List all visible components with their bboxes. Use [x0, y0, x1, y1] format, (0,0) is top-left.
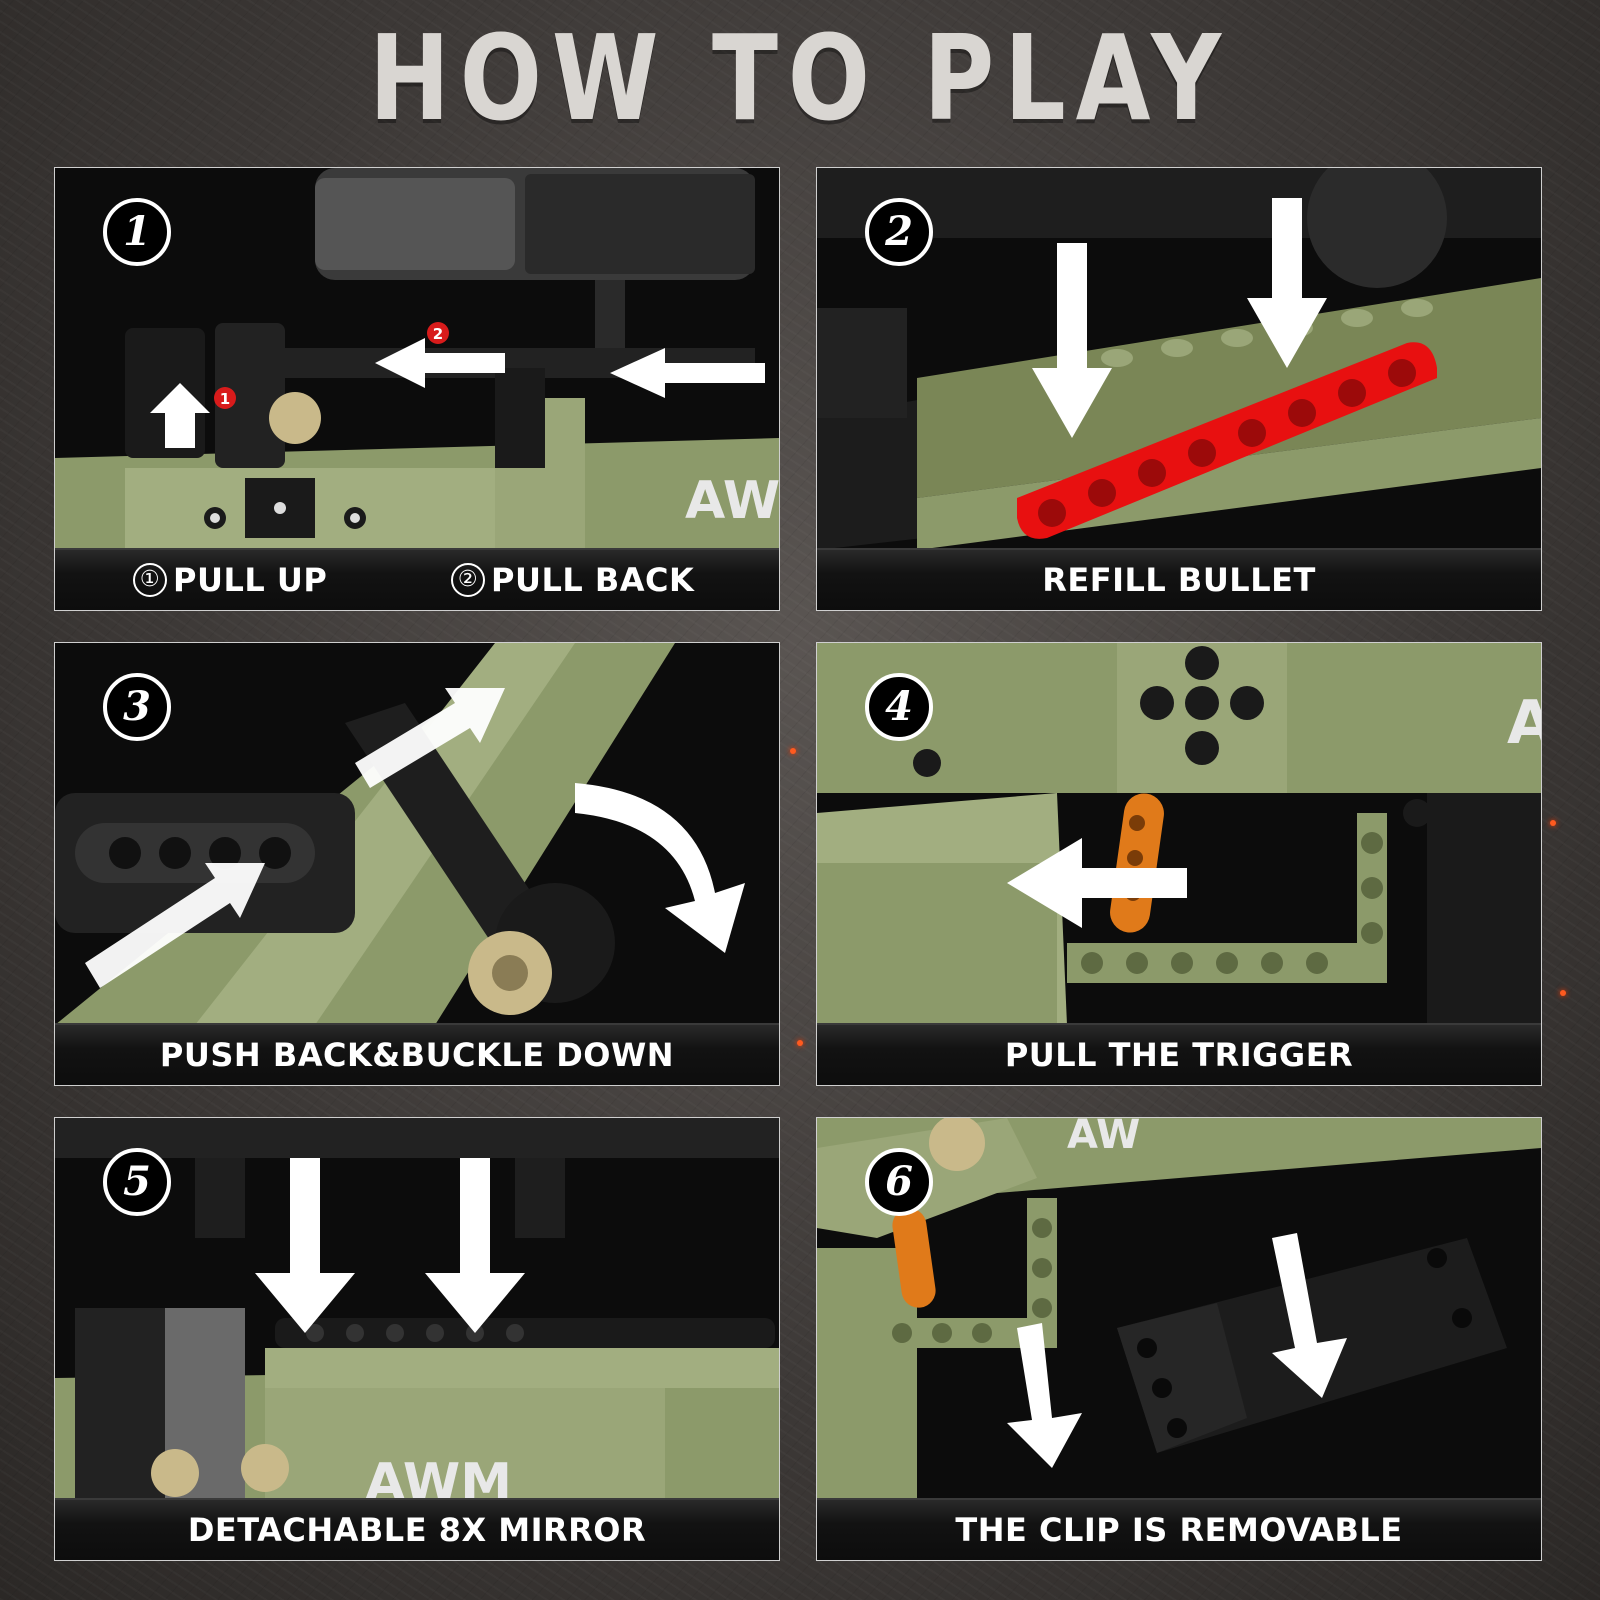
caption-part-pull-up: ① PULL UP: [133, 550, 327, 610]
panel-5-logo: AWM: [365, 1453, 512, 1500]
ember-decoration: [1560, 990, 1566, 996]
ember-decoration: [797, 1040, 803, 1046]
arrow-up-curved-icon: [150, 383, 210, 448]
page-title: HOW TO PLAY: [368, 9, 1232, 147]
caption-bar: PULL THE TRIGGER: [817, 1023, 1541, 1085]
ember-decoration: [790, 748, 796, 754]
arrow-up-right-icon: [85, 688, 505, 988]
arrow-left-icon: [1007, 838, 1187, 928]
caption-text: PULL UP: [173, 561, 328, 599]
caption-step-num: ②: [451, 563, 485, 597]
step-number-badge: 6: [865, 1148, 933, 1216]
caption-bar: DETACHABLE 8X MIRROR: [55, 1498, 779, 1560]
red-beam: [1017, 342, 1437, 539]
caption-bar: THE CLIP IS REMOVABLE: [817, 1498, 1541, 1560]
caption-part-pull-back: ② PULL BACK: [451, 550, 694, 610]
panel-4-logo: A: [1507, 688, 1541, 758]
panel-4-illustration: A: [817, 643, 1541, 1025]
step-number-badge: 5: [103, 1148, 171, 1216]
arrow-left-icon: [375, 338, 765, 398]
caption-text: PULL BACK: [491, 561, 695, 599]
arrow-down-icon: [1007, 1233, 1347, 1468]
step-number-badge: 3: [103, 673, 171, 741]
panel-6-illustration: AW: [817, 1118, 1541, 1500]
step-panel-4: A 4 PULL THE TRIGGER: [816, 642, 1542, 1086]
panel-2-illustration: [817, 168, 1541, 550]
arrow-down-icon: [1032, 198, 1327, 438]
caption-bar: ① PULL UP ② PULL BACK: [55, 548, 779, 610]
step-panel-2: 2 REFILL BULLET: [816, 167, 1542, 611]
panel-1-illustration: AW 1 2: [55, 168, 779, 550]
step-number-badge: 2: [865, 198, 933, 266]
panel-5-illustration: AWM: [55, 1118, 779, 1500]
caption-bar: PUSH BACK&BUCKLE DOWN: [55, 1023, 779, 1085]
marker-2: [427, 322, 449, 344]
step-panel-6: AW 6 THE CLIP IS REMOVABLE: [816, 1117, 1542, 1561]
marker-1: [214, 387, 236, 409]
panel-1-logo: AW: [685, 471, 779, 531]
step-panel-3: 3 PUSH BACK&BUCKLE DOWN: [54, 642, 780, 1086]
step-number-badge: 4: [865, 673, 933, 741]
panel-6-logo: AW: [1067, 1118, 1140, 1158]
arrow-curve-down-icon: [575, 783, 745, 953]
caption-bar: REFILL BULLET: [817, 548, 1541, 610]
step-number-badge: 1: [103, 198, 171, 266]
panel-3-illustration: [55, 643, 779, 1025]
step-panel-5: AWM 5 DETACHABLE 8X MIRROR: [54, 1117, 780, 1561]
svg-text:2: 2: [433, 325, 443, 343]
step-panel-1: AW 1 2 1 ① PULL UP ② PULL BACK: [54, 167, 780, 611]
caption-step-num: ①: [133, 563, 167, 597]
ember-decoration: [1550, 820, 1556, 826]
svg-text:1: 1: [220, 390, 230, 408]
arrow-down-icon: [255, 1158, 525, 1333]
